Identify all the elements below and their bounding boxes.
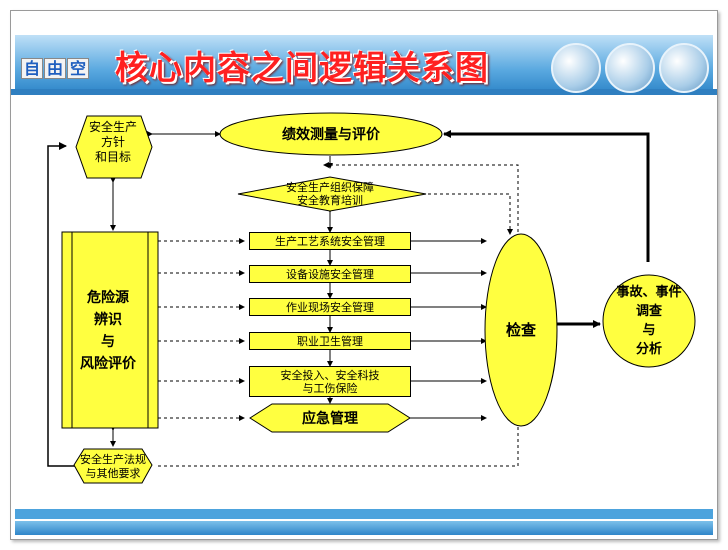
process-safety-box: 生产工艺系统安全管理: [249, 232, 411, 250]
emergency-label: 应急管理: [302, 410, 358, 427]
laws-hexagon: [73, 448, 153, 484]
accident-line-1: 事故、事件: [616, 284, 681, 300]
pylon-picture: [551, 43, 601, 93]
hazard-to-center-arrows: [158, 238, 245, 421]
center-to-inspection-arrows: [410, 238, 487, 421]
laws-line-2: 与其他要求: [86, 467, 141, 480]
investment-line-2: 与工伤保险: [302, 381, 358, 395]
hazard-line-4: 风险评价: [80, 355, 137, 372]
emergency-hexagon: [249, 403, 411, 433]
hazard-box: [61, 231, 159, 429]
header-strip: [11, 89, 717, 95]
insulator-picture: [659, 43, 709, 93]
investment-line-1: 安全投入、安全科技: [280, 368, 380, 382]
hazard-line-2: 辨识: [94, 311, 122, 328]
policy-hexagon: [75, 115, 153, 179]
power-line-picture: [605, 43, 655, 93]
hazard-line-3: 与: [101, 334, 115, 350]
logo-char-3: 空: [67, 58, 90, 79]
policy-line-1: 安全生产: [89, 119, 137, 134]
page-title: 核心内容之间逻辑关系图: [115, 48, 489, 87]
accident-circle: [602, 274, 696, 368]
equipment-safety-box: 设备设施安全管理: [249, 265, 411, 283]
footer-bar-top: [15, 509, 713, 519]
accident-to-performance-arrow: [443, 130, 650, 262]
logo-char-2: 由: [44, 58, 67, 79]
org-line-2: 安全教育培训: [297, 193, 363, 207]
org-diamond: [237, 176, 427, 212]
policy-line-2: 方针: [101, 134, 125, 149]
logo-char-1: 自: [21, 58, 44, 79]
health-box: 职业卫生管理: [249, 332, 411, 350]
accident-line-4: 分析: [636, 341, 662, 357]
accident-line-2: 调查: [636, 303, 663, 319]
hazard-line-1: 危险源: [86, 289, 129, 306]
investment-box: 安全投入、安全科技 与工伤保险: [249, 366, 411, 397]
left-loop-arrow: [47, 142, 75, 467]
inspection-label: 检查: [506, 321, 537, 339]
site-safety-box: 作业现场安全管理: [249, 298, 411, 316]
policy-line-3: 和目标: [95, 150, 131, 164]
performance-ellipse: [219, 112, 443, 156]
org-line-1: 安全生产组织保障: [286, 180, 374, 194]
org-to-inspection-arrow: [428, 193, 513, 235]
performance-label: 绩效测量与评价: [282, 126, 381, 143]
logo: 自由空: [21, 55, 90, 79]
inspection-ellipse: [484, 233, 558, 427]
accident-line-3: 与: [642, 323, 655, 338]
footer-bar-bottom: [15, 521, 713, 535]
laws-line-1: 安全生产法规: [80, 452, 146, 466]
